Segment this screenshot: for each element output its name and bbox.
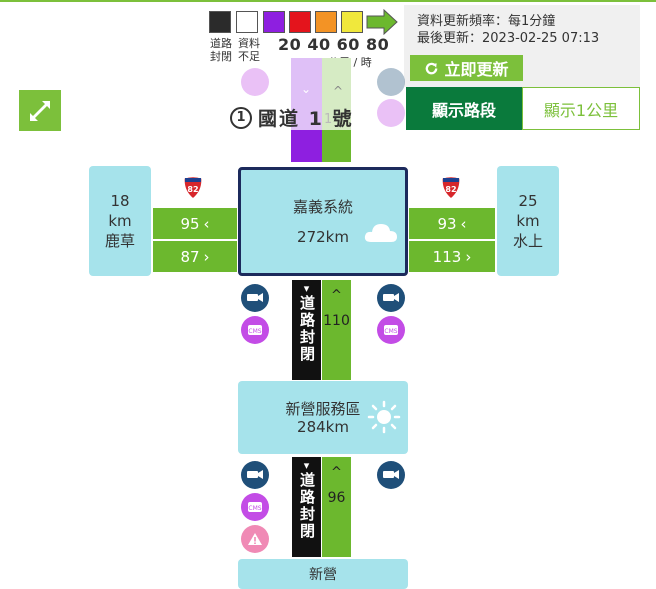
right-ramp-out-speed: 93 — [437, 214, 457, 233]
right-ramp-in-speed: 113 — [432, 247, 462, 266]
expand-button[interactable] — [19, 90, 61, 131]
right-ramp-inbound[interactable]: 113› — [409, 241, 495, 272]
chevron-left-icon: ‹ — [203, 214, 210, 233]
chevron-down-icon: ▾ — [303, 459, 310, 472]
left-ramp-in-speed: 87 — [180, 247, 200, 266]
top-lane-overlay — [291, 58, 351, 130]
legend-swatch-insufficient — [236, 11, 258, 33]
service-area-km: 284km — [297, 417, 349, 436]
legend-label-insufficient: 資料 不足 — [238, 37, 260, 63]
faded-camera-icon — [377, 68, 405, 96]
legend-speeds: 20 40 60 80 — [278, 35, 390, 54]
exit-box-left[interactable]: 18 km 鹿草 — [89, 166, 151, 276]
segment2-speed: 96 — [327, 490, 346, 506]
exit-right-unit: km — [516, 212, 540, 230]
left-ramp-inbound[interactable]: 87› — [153, 241, 237, 272]
legend-swatch-orange — [315, 11, 337, 33]
refresh-button[interactable]: 立即更新 — [410, 55, 523, 81]
top-chevron-up-icon: ^ — [333, 84, 344, 98]
chevron-left-icon: ‹ — [460, 214, 467, 233]
legend-swatch-red — [289, 11, 311, 33]
legend-swatch-closed — [209, 11, 231, 33]
legend-arrow-green — [366, 9, 398, 35]
exit-right-name: 水上 — [512, 232, 543, 250]
top-border — [0, 0, 656, 2]
cms-icon[interactable]: CMS — [377, 316, 405, 344]
service-area-name: 新營服務區 — [285, 399, 361, 418]
show-segment-button[interactable]: 顯示路段 — [406, 87, 522, 130]
right-ramp-outbound[interactable]: 93‹ — [409, 208, 495, 239]
road-number-icon: 1 — [230, 106, 252, 129]
top-lane-speed: 1 — [324, 112, 333, 127]
faded-cms-icon — [241, 68, 269, 96]
camera-icon[interactable] — [241, 461, 269, 489]
refresh-icon — [426, 62, 438, 74]
svg-text:CMS: CMS — [384, 328, 397, 335]
exit-box-right[interactable]: 25 km 水上 — [497, 166, 559, 276]
cms-icon[interactable]: CMS — [241, 493, 269, 521]
next-location-box[interactable]: 新營 — [238, 559, 408, 589]
road-title: 1 國道 1 號 — [230, 104, 353, 131]
svg-text:CMS: CMS — [248, 328, 261, 335]
warning-icon[interactable] — [241, 525, 269, 553]
exit-left-name: 鹿草 — [104, 232, 135, 250]
left-ramp-out-speed: 95 — [180, 214, 200, 233]
next-location-name: 新營 — [309, 567, 337, 583]
show-1km-button[interactable]: 顯示1公里 — [522, 87, 640, 130]
freeway-shield-icon-left: 82 — [182, 175, 204, 204]
cloud-icon — [364, 224, 397, 242]
segment2-southbound-lane[interactable]: ▾ 道路封閉 — [292, 457, 321, 557]
segment1-closed-label: 道路封閉 — [298, 295, 316, 363]
segment1-northbound-lane[interactable]: ^ 110 — [322, 280, 351, 380]
chevron-up-icon: ^ — [331, 288, 342, 303]
chevron-right-icon: › — [203, 247, 210, 266]
chevron-right-icon: › — [465, 247, 472, 266]
interchange-km: 272km — [297, 227, 349, 246]
segment2-northbound-lane[interactable]: ^ 96 — [322, 457, 351, 557]
segment1-southbound-lane[interactable]: ▾ 道路封閉 — [292, 280, 321, 380]
service-area-box[interactable]: 新營服務區 284km — [238, 381, 408, 454]
chevron-down-icon: ▾ — [303, 282, 310, 295]
exit-left-distance: 18 — [110, 192, 130, 210]
legend-swatch-purple — [263, 11, 285, 33]
segment2-closed-label: 道路封閉 — [298, 472, 316, 540]
chevron-up-icon: ^ — [331, 465, 342, 480]
camera-icon[interactable] — [241, 284, 269, 312]
camera-icon[interactable] — [377, 284, 405, 312]
last-update: 最後更新：2023-02-25 07:13 — [417, 31, 600, 46]
exit-left-unit: km — [108, 212, 132, 230]
update-frequency: 資料更新頻率：每1分鐘 — [417, 14, 556, 29]
shield-right-number: 82 — [445, 185, 456, 194]
interchange-name: 嘉義系統 — [292, 197, 353, 216]
legend-swatch-yellow — [341, 11, 363, 33]
svg-text:CMS: CMS — [248, 505, 261, 512]
refresh-label: 立即更新 — [444, 60, 509, 79]
legend-label-closed: 道路 封閉 — [210, 37, 232, 63]
top-chevron-down-icon: ⌄ — [301, 82, 312, 96]
segment1-speed: 110 — [323, 313, 350, 329]
shield-left-number: 82 — [187, 185, 198, 194]
road-name: 國道 1 號 — [258, 108, 354, 130]
expand-icon — [30, 100, 50, 121]
exit-right-distance: 25 — [518, 192, 538, 210]
sun-icon — [367, 400, 401, 434]
interchange-box[interactable]: 嘉義系統 272km — [238, 167, 408, 276]
left-ramp-outbound[interactable]: 95‹ — [153, 208, 237, 239]
camera-icon[interactable] — [377, 461, 405, 489]
freeway-shield-icon-right: 82 — [440, 175, 462, 204]
faded-cms-icon-2 — [377, 99, 405, 127]
cms-icon[interactable]: CMS — [241, 316, 269, 344]
